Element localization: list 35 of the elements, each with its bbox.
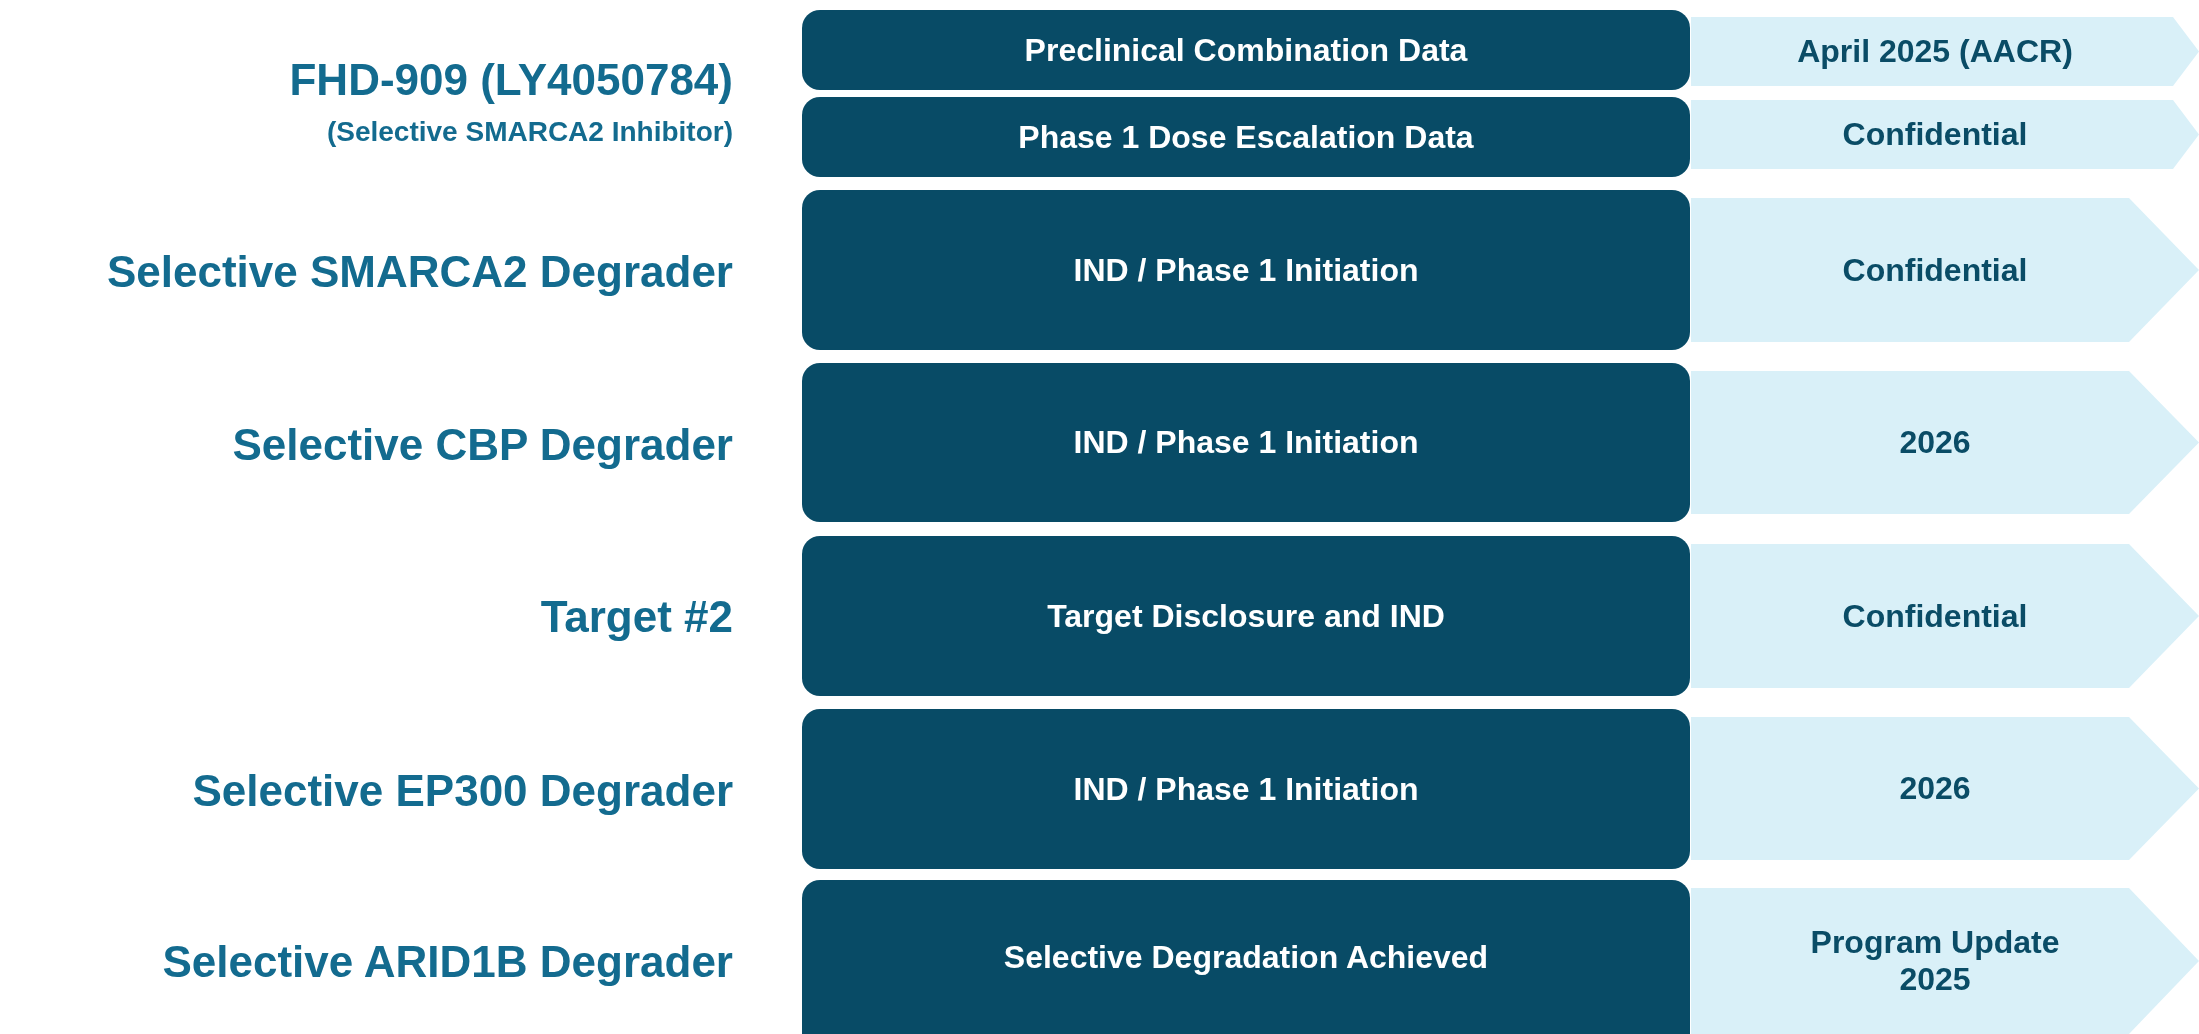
milestone-box [802, 880, 1690, 1034]
timeline-chevron [1691, 371, 2199, 514]
milestone-box [802, 10, 1690, 90]
program-name: Selective ARID1B Degrader [162, 937, 733, 987]
timeline-label: 2026 [1898, 424, 1972, 461]
timeline-chevron [1691, 888, 2199, 1034]
timeline-chevron [1691, 198, 2199, 342]
program-name: Selective SMARCA2 Degrader [107, 247, 733, 297]
milestone-box [802, 97, 1690, 177]
timeline-label: Confidential [1841, 597, 2029, 635]
milestone-label: IND / Phase 1 Initiation [1073, 424, 1419, 461]
timeline-label: 2026 [1898, 770, 1972, 807]
milestone-label: Selective Degradation Achieved [1003, 938, 1489, 976]
timeline-chevron [1691, 544, 2199, 688]
timeline-chevron [1691, 717, 2199, 860]
milestone-label: IND / Phase 1 Initiation [1073, 251, 1419, 289]
milestone-box [802, 536, 1690, 696]
program-name: Target #2 [540, 592, 733, 642]
program-name: Selective CBP Degrader [232, 420, 733, 470]
milestone-label: Phase 1 Dose Escalation Data [1018, 118, 1474, 156]
timeline-chevron [1691, 17, 2199, 86]
timeline-label: April 2025 (AACR) [1796, 33, 2074, 70]
milestone-box [802, 363, 1690, 522]
program-name: Selective EP300 Degrader [192, 766, 733, 816]
timeline-label: Confidential [1841, 251, 2029, 289]
milestone-label: IND / Phase 1 Initiation [1073, 770, 1419, 808]
program-name: FHD-909 (LY4050784) [289, 55, 733, 105]
timeline-chevron [1691, 100, 2199, 169]
timeline-label: Confidential [1841, 116, 2029, 153]
milestone-label: Target Disclosure and IND [1047, 597, 1445, 635]
timeline-label: Program Update 2025 [1809, 924, 2061, 998]
milestone-box [802, 190, 1690, 350]
milestone-box [802, 709, 1690, 869]
program-subtitle: (Selective SMARCA2 Inhibitor) [326, 116, 733, 148]
milestone-label: Preclinical Combination Data [1024, 31, 1468, 69]
